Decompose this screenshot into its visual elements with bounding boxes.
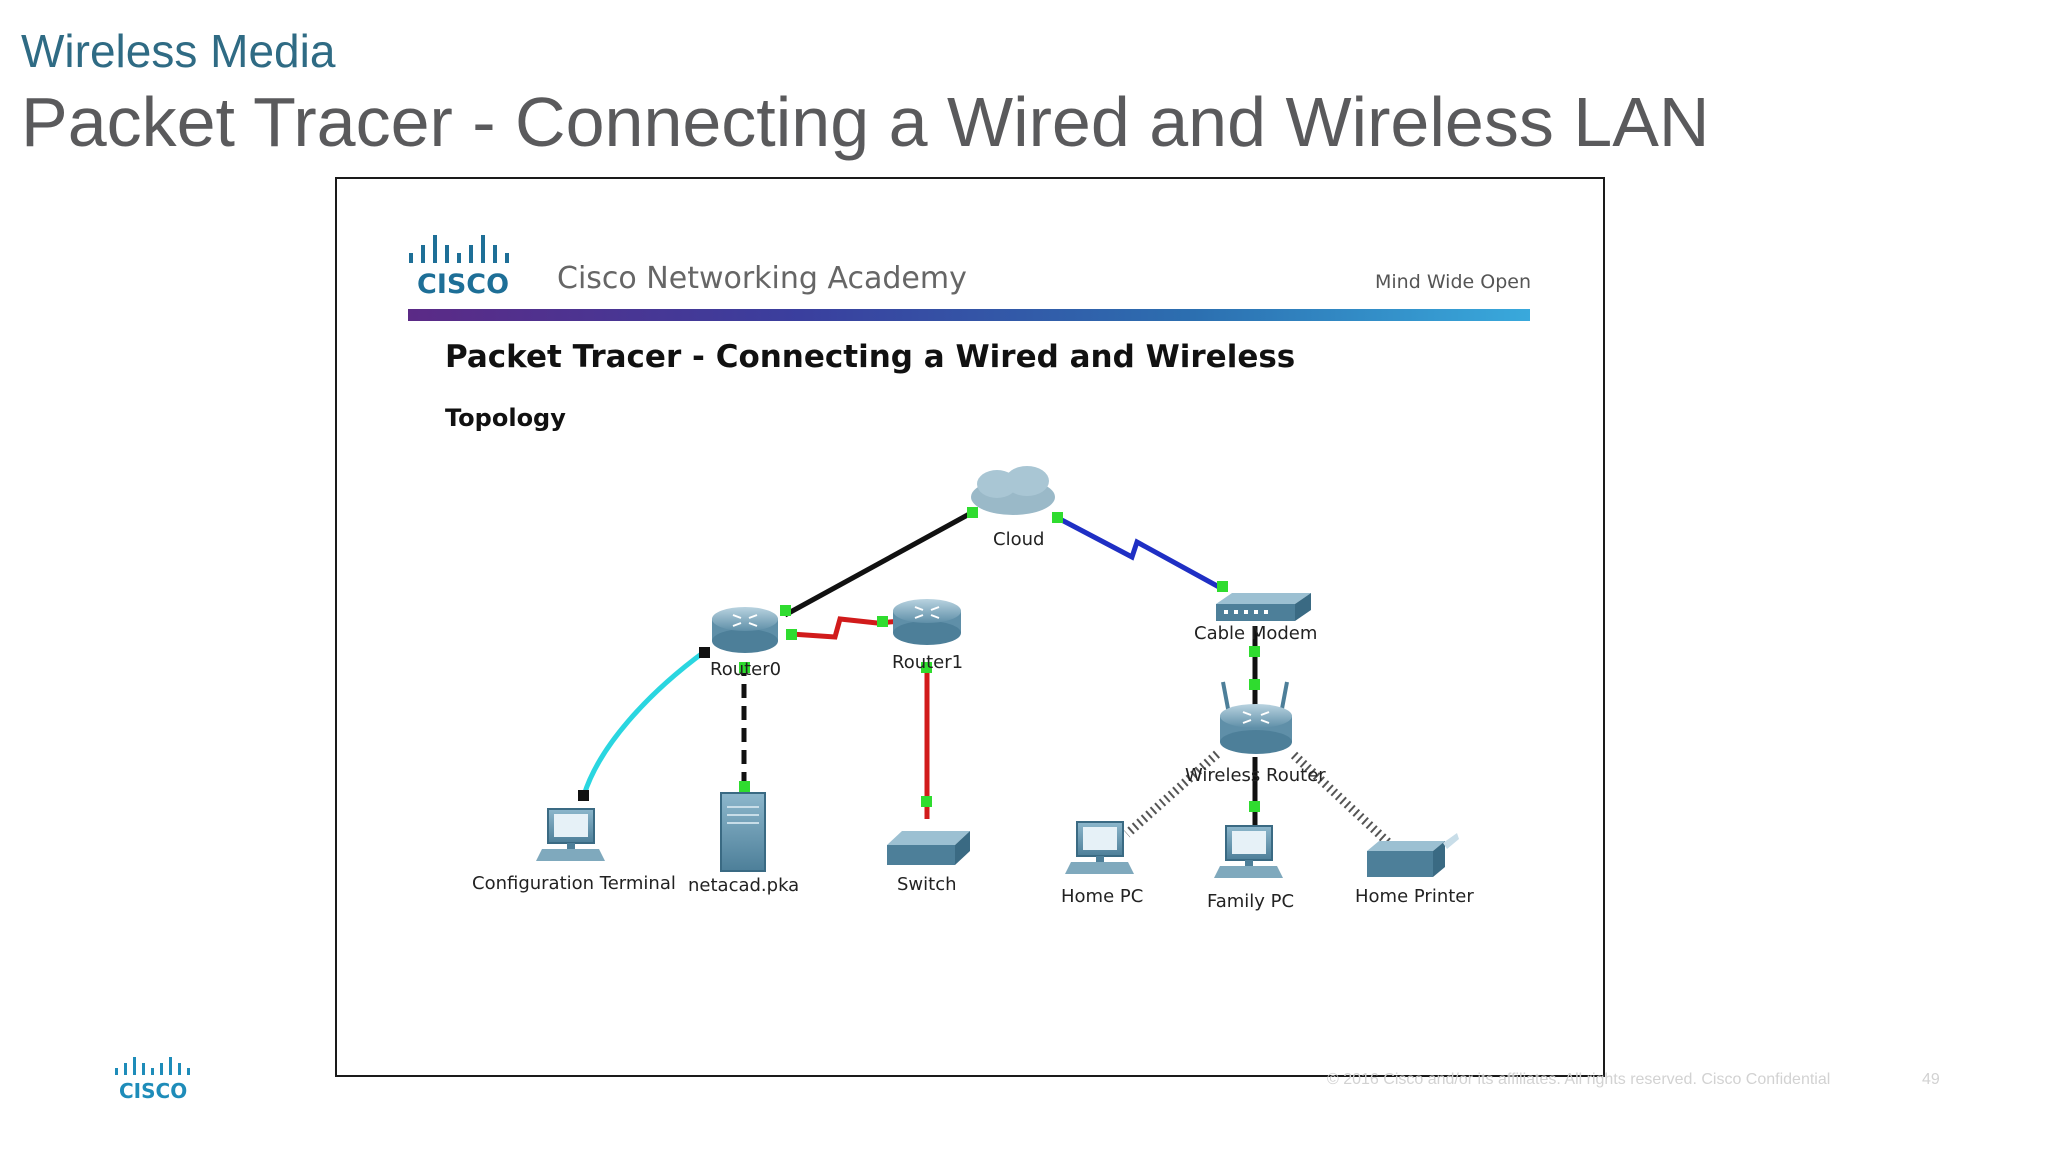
page-number: 49 bbox=[1922, 1071, 1940, 1088]
wireless-link-home-pc bbox=[1124, 750, 1220, 838]
packet-tracer-screenshot: CISCO Cisco Networking Academy Mind Wide… bbox=[335, 177, 1605, 1077]
home-pc-label: Home PC bbox=[1061, 886, 1143, 907]
home-pc-icon bbox=[1065, 821, 1134, 874]
academy-name: Cisco Networking Academy bbox=[557, 261, 967, 296]
family-pc-icon bbox=[1214, 825, 1283, 878]
family-pc-label: Family PC bbox=[1207, 891, 1294, 912]
copyright-footer: © 2016 Cisco and/or its affiliates. All … bbox=[1327, 1071, 1831, 1088]
tagline: Mind Wide Open bbox=[1375, 271, 1531, 293]
slide-title: Packet Tracer - Connecting a Wired and W… bbox=[21, 83, 1710, 161]
cisco-logo: CISCO bbox=[409, 235, 509, 300]
link-console-config-terminal bbox=[581, 649, 706, 796]
topology-heading: Topology bbox=[445, 404, 566, 432]
link-cloud-cable-modem bbox=[1054, 514, 1221, 590]
footer-logo-word: CISCO bbox=[119, 1079, 187, 1103]
router1-icon bbox=[893, 599, 961, 645]
wireless-router-label: Wireless Router bbox=[1185, 765, 1326, 786]
config-terminal-label: Configuration Terminal bbox=[472, 873, 676, 894]
cable-modem-label: Cable Modem bbox=[1194, 623, 1317, 644]
section-title: Wireless Media bbox=[21, 25, 336, 77]
brand-gradient-bar bbox=[408, 309, 1530, 321]
links bbox=[581, 509, 1396, 850]
switch-label: Switch bbox=[897, 874, 957, 895]
wireless-router-icon bbox=[1220, 681, 1292, 754]
home-printer-label: Home Printer bbox=[1355, 886, 1474, 907]
link-router0-router1 bbox=[790, 616, 916, 640]
document-heading: Packet Tracer - Connecting a Wired and W… bbox=[445, 339, 1296, 375]
router1-label: Router1 bbox=[892, 652, 963, 673]
console-endpoints bbox=[578, 647, 710, 801]
switch-icon bbox=[887, 831, 970, 865]
wireless-link-home-printer bbox=[1290, 751, 1396, 850]
link-cloud-router0 bbox=[783, 509, 975, 618]
link-status-dots bbox=[739, 507, 1260, 812]
server-label: netacad.pka bbox=[688, 875, 799, 896]
cisco-footer-logo: CISCO bbox=[115, 1057, 190, 1103]
cable-modem-icon bbox=[1216, 593, 1311, 621]
cloud-icon bbox=[971, 466, 1055, 515]
topology-diagram: Cloud Router0 Router1 bbox=[472, 466, 1474, 912]
cisco-logo-word: CISCO bbox=[417, 269, 509, 300]
home-printer-icon bbox=[1367, 833, 1459, 877]
router0-icon bbox=[712, 607, 778, 653]
config-terminal-pc-icon bbox=[536, 808, 605, 861]
server-icon bbox=[720, 792, 766, 872]
router0-label: Router0 bbox=[710, 659, 781, 680]
cloud-label: Cloud bbox=[993, 529, 1044, 550]
